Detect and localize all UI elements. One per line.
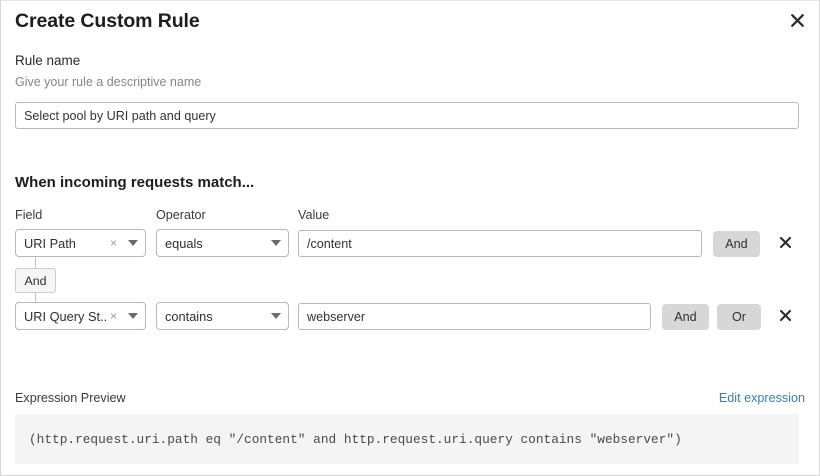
close-dialog-button[interactable] [784, 7, 810, 33]
connector-line-bottom [35, 292, 36, 303]
dialog-title: Create Custom Rule [15, 10, 200, 32]
close-icon [790, 13, 805, 28]
expression-preview-code: (http.request.uri.path eq "/content" and… [15, 414, 799, 464]
value-input-row-2[interactable] [298, 303, 651, 330]
field-select-row-2-value: URI Query St... [24, 308, 106, 324]
column-header-field: Field [15, 208, 43, 222]
clear-icon[interactable]: × [109, 309, 117, 323]
field-select-row-1[interactable]: URI Path × [15, 229, 146, 257]
value-input-row-1[interactable] [298, 230, 702, 257]
rule-name-help-text: Give your rule a descriptive name [15, 75, 202, 89]
and-button-row-1[interactable]: And [713, 231, 760, 257]
chevron-down-icon[interactable] [121, 313, 145, 319]
clear-icon[interactable]: × [109, 236, 117, 250]
column-header-operator: Operator [156, 208, 206, 222]
rule-name-input[interactable] [15, 102, 799, 129]
and-button-row-2[interactable]: And [662, 304, 709, 330]
chevron-down-icon[interactable] [264, 313, 288, 319]
operator-select-row-1-value: equals [165, 235, 203, 251]
chevron-down-icon[interactable] [121, 240, 145, 246]
edit-expression-link[interactable]: Edit expression [718, 391, 805, 405]
delete-row-2-button[interactable] [775, 307, 795, 327]
expression-preview-label: Expression Preview [15, 391, 126, 405]
column-header-value: Value [298, 208, 330, 222]
operator-select-row-2[interactable]: contains [156, 302, 289, 330]
rule-name-label: Rule name [15, 53, 81, 68]
field-select-row-2[interactable]: URI Query St... × [15, 302, 146, 330]
match-section-heading: When incoming requests match... [15, 174, 255, 191]
connector-line-top [35, 257, 36, 269]
group-connector-and-button[interactable]: And [15, 268, 56, 293]
operator-select-row-1[interactable]: equals [156, 229, 289, 257]
close-icon [779, 309, 792, 325]
operator-select-row-2-value: contains [165, 308, 213, 324]
close-icon [779, 236, 792, 252]
chevron-down-icon[interactable] [264, 240, 288, 246]
delete-row-1-button[interactable] [775, 234, 795, 254]
or-button-row-2[interactable]: Or [717, 304, 761, 330]
field-select-row-1-value: URI Path [24, 235, 76, 251]
